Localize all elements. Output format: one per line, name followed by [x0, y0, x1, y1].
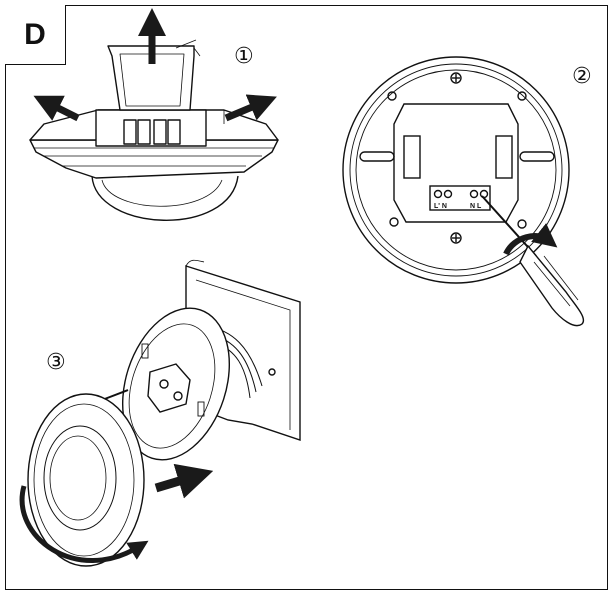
- step-2-base-plate: L' N N L: [342, 56, 585, 327]
- step-2-marker: ②: [572, 64, 592, 89]
- step-1-detector: [29, 7, 279, 221]
- step-1-marker: ①: [234, 44, 254, 69]
- terminal-label-left: L' N: [434, 203, 447, 210]
- terminal-label-right: N L: [470, 203, 482, 210]
- step-3-mounting: [19, 259, 301, 567]
- panel-label: D: [5, 5, 66, 65]
- step-3-marker: ③: [46, 350, 66, 375]
